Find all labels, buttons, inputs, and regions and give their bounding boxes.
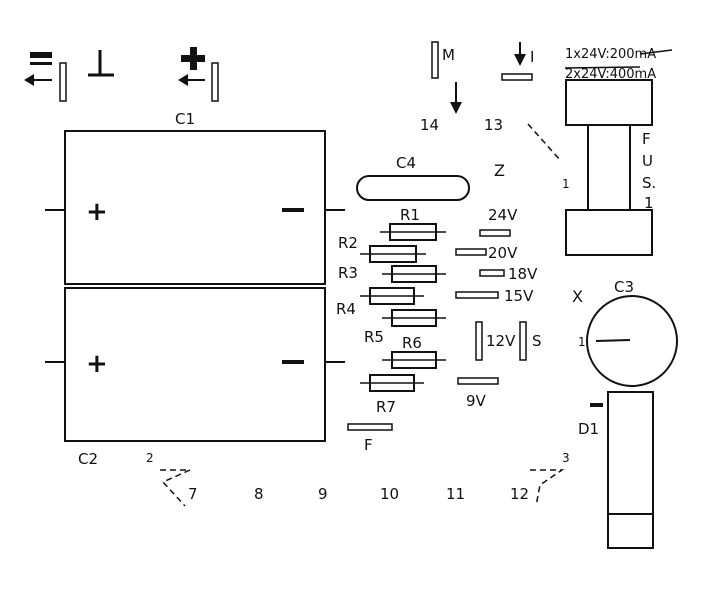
jumper-20v: 20V	[455, 244, 518, 262]
resistor-r6: R6	[382, 334, 446, 369]
jumper-15v: 15V	[455, 287, 534, 305]
label-12v: 12V	[486, 332, 516, 350]
label-r7: R7	[376, 398, 396, 416]
pin-7: 7	[188, 485, 198, 503]
label-f: F	[364, 436, 373, 454]
label-18v: 18V	[508, 265, 538, 283]
label-15v: 15V	[504, 287, 534, 305]
pin-3: 3	[562, 451, 570, 465]
diode-d1: D1	[578, 391, 654, 549]
label-24v: 24V	[488, 206, 518, 224]
fuse-label-f: F	[642, 130, 651, 148]
fuse-label: F U S. 1	[642, 130, 656, 212]
pin-2: 2	[146, 451, 154, 465]
fuse-label-1: 1	[644, 194, 654, 212]
pin-14: 14	[420, 116, 439, 134]
label-r1: R1	[400, 206, 420, 224]
label-c3: C3	[614, 278, 634, 296]
negative-terminal-symbol	[24, 52, 67, 102]
fuse-pin-label: 1	[562, 177, 570, 191]
pin-8: 8	[254, 485, 264, 503]
fuse-rating-line2: 2x24V:400mA	[565, 67, 656, 82]
resistor-r7: R7	[360, 374, 424, 416]
label-c4: C4	[396, 154, 416, 172]
jumper-24v: 24V	[479, 206, 518, 237]
label-i: I	[530, 48, 534, 66]
pin-12: 12	[510, 485, 529, 503]
label-r2: R2	[338, 234, 358, 252]
jumper-m: M	[431, 41, 462, 114]
fuse-label-s: S.	[642, 174, 656, 192]
label-9v: 9V	[466, 392, 487, 410]
label-x: X	[572, 287, 583, 306]
capacitor-c3: C3 1	[578, 278, 678, 387]
jumper-18v: 18V	[479, 265, 538, 283]
label-d1: D1	[578, 420, 599, 438]
capacitor-c4: C4	[356, 154, 470, 201]
pin-13: 13	[484, 116, 503, 134]
label-20v: 20V	[488, 244, 518, 262]
label-z: Z	[494, 161, 505, 180]
label-c2: C2	[78, 450, 98, 468]
label-r3: R3	[338, 264, 358, 282]
pin-2-marker	[160, 469, 191, 507]
label-c1: C1	[175, 110, 195, 128]
label-s: S	[532, 332, 542, 350]
jumper-f: F	[347, 423, 393, 454]
label-r5: R5	[364, 328, 384, 346]
label-r6: R6	[402, 334, 422, 352]
resistor-r5: R5	[364, 309, 446, 346]
jumper-12v-s: 12V S	[475, 321, 542, 361]
fuse-holder: 1	[527, 79, 653, 256]
pin-11: 11	[446, 485, 465, 503]
resistor-r4: R4	[336, 287, 424, 318]
fuse-rating-line1: 1x24V:200mA	[565, 47, 656, 62]
capacitor-c1: C1 +	[45, 110, 345, 285]
fuse-label-u: U	[642, 152, 653, 170]
ground-symbol	[88, 50, 114, 77]
pin-10: 10	[380, 485, 399, 503]
resistor-r1: R1	[380, 206, 446, 241]
jumper-i: I	[501, 42, 534, 81]
jumper-9v: 9V	[457, 377, 499, 410]
c3-pin-label: 1	[578, 335, 586, 349]
c2-plus: +	[86, 349, 108, 379]
capacitor-c2: + C2	[45, 287, 345, 468]
positive-terminal-symbol	[178, 47, 219, 102]
resistor-r3: R3	[338, 264, 446, 283]
pin-9: 9	[318, 485, 328, 503]
pin-3-marker	[530, 469, 565, 507]
resistor-r2: R2	[338, 234, 426, 263]
label-m: M	[442, 46, 455, 64]
label-r4: R4	[336, 300, 356, 318]
c1-plus: +	[86, 197, 108, 227]
